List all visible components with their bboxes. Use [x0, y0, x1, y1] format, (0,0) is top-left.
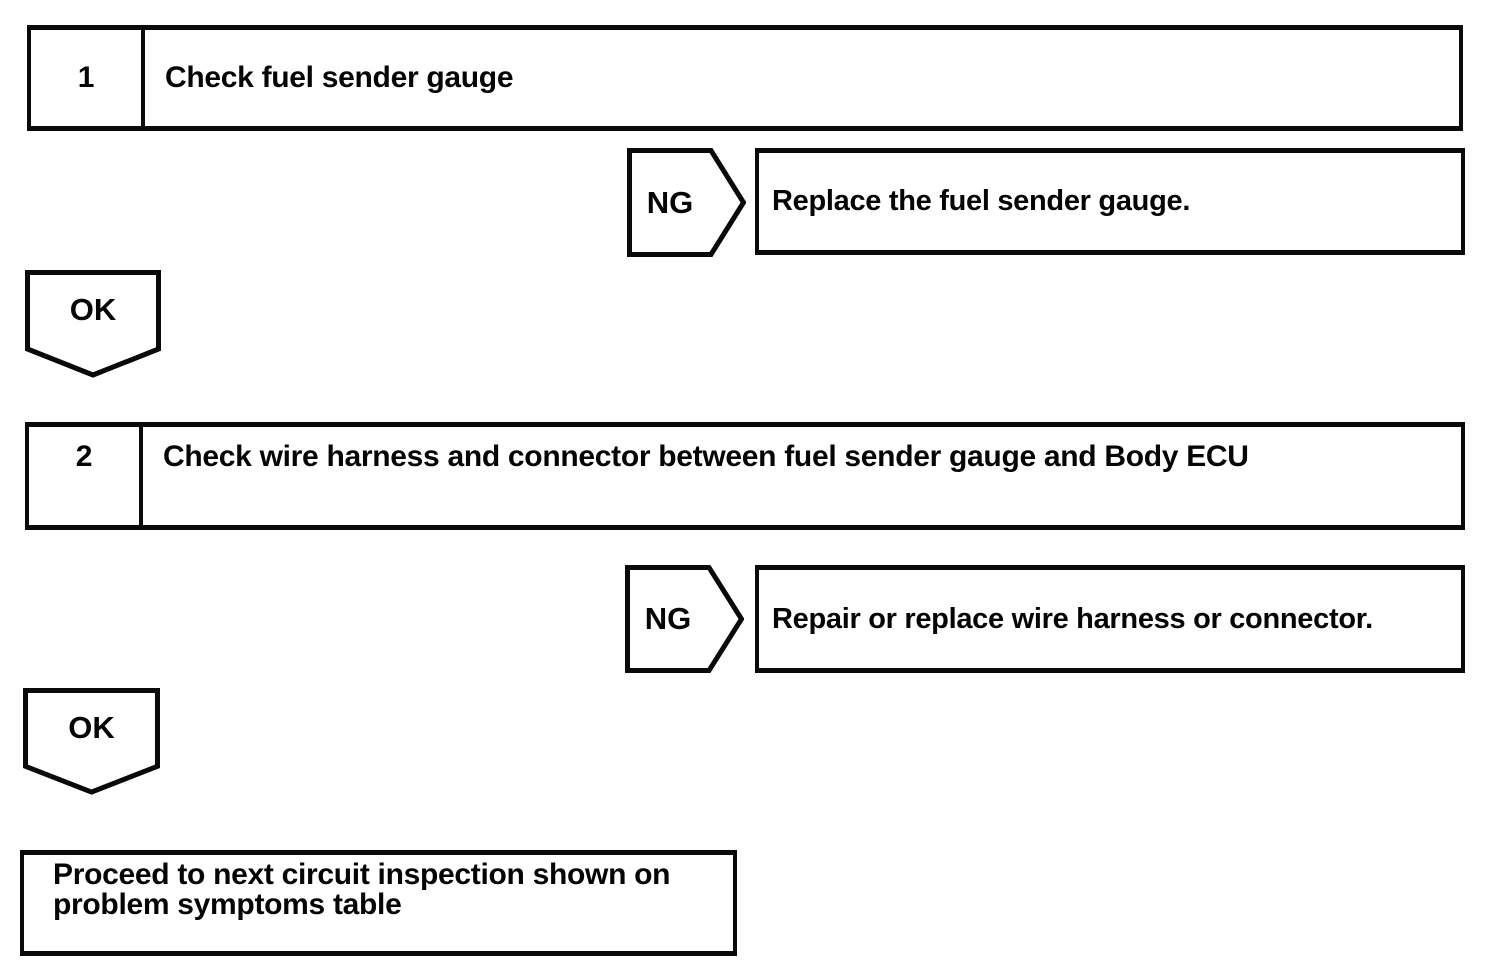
ng-action-box-2: Repair or replace wire harness or connec… [755, 565, 1465, 673]
ng-label: NG [646, 184, 694, 220]
end-box: Proceed to next circuit inspection shown… [20, 850, 737, 956]
ng-action-text-2: Repair or replace wire harness or connec… [772, 602, 1373, 635]
step-1-title: Check fuel sender gauge [165, 61, 514, 94]
step-2-number: 2 [29, 427, 143, 525]
step-2-box: 2 Check wire harness and connector betwe… [25, 422, 1465, 530]
ok-pentagon-icon [23, 688, 160, 795]
ng-pentagon-icon [627, 148, 746, 257]
ng-arrow-1: NG [627, 148, 746, 257]
ng-action-box-1: Replace the fuel sender gauge. [755, 148, 1465, 255]
ok-arrow-2: OK [23, 688, 160, 795]
ok-label: OK [68, 710, 115, 745]
ok-label: OK [69, 292, 117, 327]
end-text-line-2: problem symptoms table [53, 888, 402, 921]
ng-arrow-2: NG [625, 565, 744, 673]
step-1-number: 1 [31, 30, 145, 126]
ok-pentagon-icon [25, 270, 161, 378]
ng-pentagon-icon [625, 565, 744, 673]
step-2-title: Check wire harness and connector between… [163, 440, 1249, 473]
ok-arrow-1: OK [25, 270, 161, 378]
step-1-box: 1 Check fuel sender gauge [27, 25, 1463, 131]
ng-label: NG [644, 601, 692, 636]
end-text-line-1: Proceed to next circuit inspection shown… [53, 858, 671, 891]
ng-action-text-1: Replace the fuel sender gauge. [772, 185, 1191, 217]
